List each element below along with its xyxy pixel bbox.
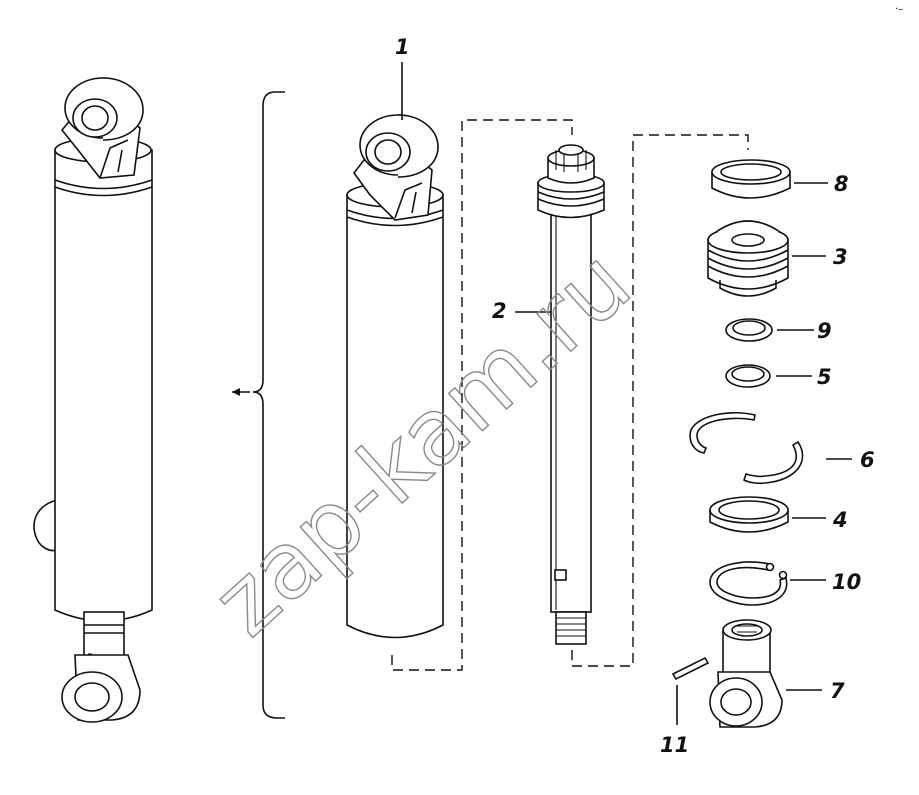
callout-2: 2 [492,299,507,323]
cylinder-body [346,114,444,639]
callout-6: 6 [860,448,875,472]
assembled-cylinder [33,77,153,723]
callout-8: 8 [834,172,849,196]
part-5-ring [725,364,771,388]
part-11-pin [671,656,710,681]
assembly-bracket [252,91,285,719]
callout-7: 7 [830,679,845,703]
part-8-ring [711,159,791,199]
part-9-seal [725,318,773,342]
corner-mark: ·– [895,4,903,15]
callout-11: 11 [660,733,689,757]
part-6-half-rings [689,411,804,485]
callout-4: 4 [832,508,848,532]
part-3-gland [707,220,789,297]
part-7-rod-eye [709,619,783,728]
callout-3: 3 [833,245,848,269]
callout-1: 1 [395,35,410,59]
piston-rod [537,144,605,645]
callout-5: 5 [817,365,832,389]
part-10-circlip [709,561,788,606]
part-4-washer [709,496,789,533]
group-bracket-body [391,119,573,671]
group-bracket-rod [571,134,749,667]
callout-10: 10 [832,570,861,594]
callout-9: 9 [817,319,832,343]
